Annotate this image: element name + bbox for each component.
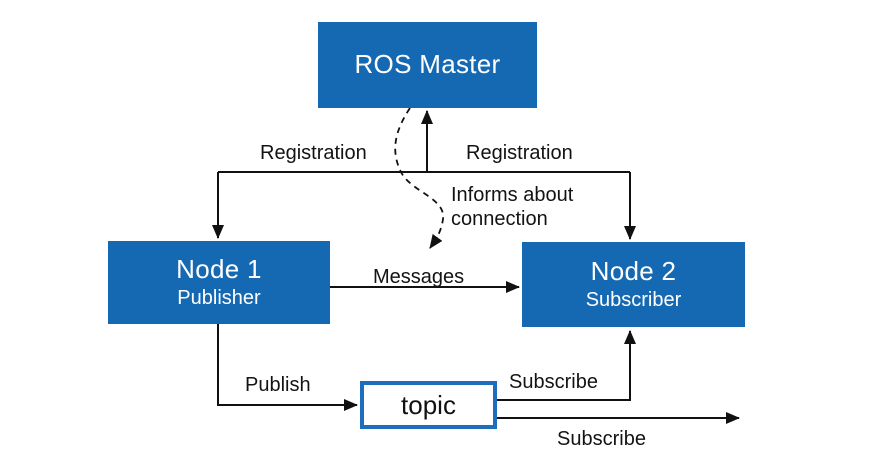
publish-arrow bbox=[217, 324, 358, 411]
informs-connection-line1: Informs about bbox=[451, 184, 574, 206]
ros-master-box: ROS Master bbox=[318, 22, 537, 108]
informs-connection-dashed-arrow bbox=[394, 107, 444, 249]
subscribe-arrow-to-node2 bbox=[497, 330, 636, 401]
informs-connection-label: Informs about connection bbox=[451, 183, 651, 232]
ros-master-title: ROS Master bbox=[354, 49, 501, 80]
publish-label: Publish bbox=[245, 374, 311, 396]
subscribe-bottom-label: Subscribe bbox=[557, 428, 646, 450]
subscribe-top-label: Subscribe bbox=[509, 371, 598, 393]
topic-box: topic bbox=[360, 381, 497, 429]
registration-left-label: Registration bbox=[260, 142, 367, 164]
node2-title: Node 2 bbox=[590, 255, 677, 286]
messages-label: Messages bbox=[373, 266, 465, 288]
node1-title: Node 1 bbox=[176, 253, 262, 284]
registration-right-label: Registration bbox=[466, 142, 573, 164]
node2-subtitle: Subscriber bbox=[585, 289, 682, 312]
topic-title: topic bbox=[401, 389, 456, 420]
informs-connection-line2: connection bbox=[451, 208, 548, 231]
node2-box: Node 2 Subscriber bbox=[522, 242, 745, 327]
node1-box: Node 1 Publisher bbox=[108, 241, 330, 324]
node1-subtitle: Publisher bbox=[177, 287, 261, 310]
